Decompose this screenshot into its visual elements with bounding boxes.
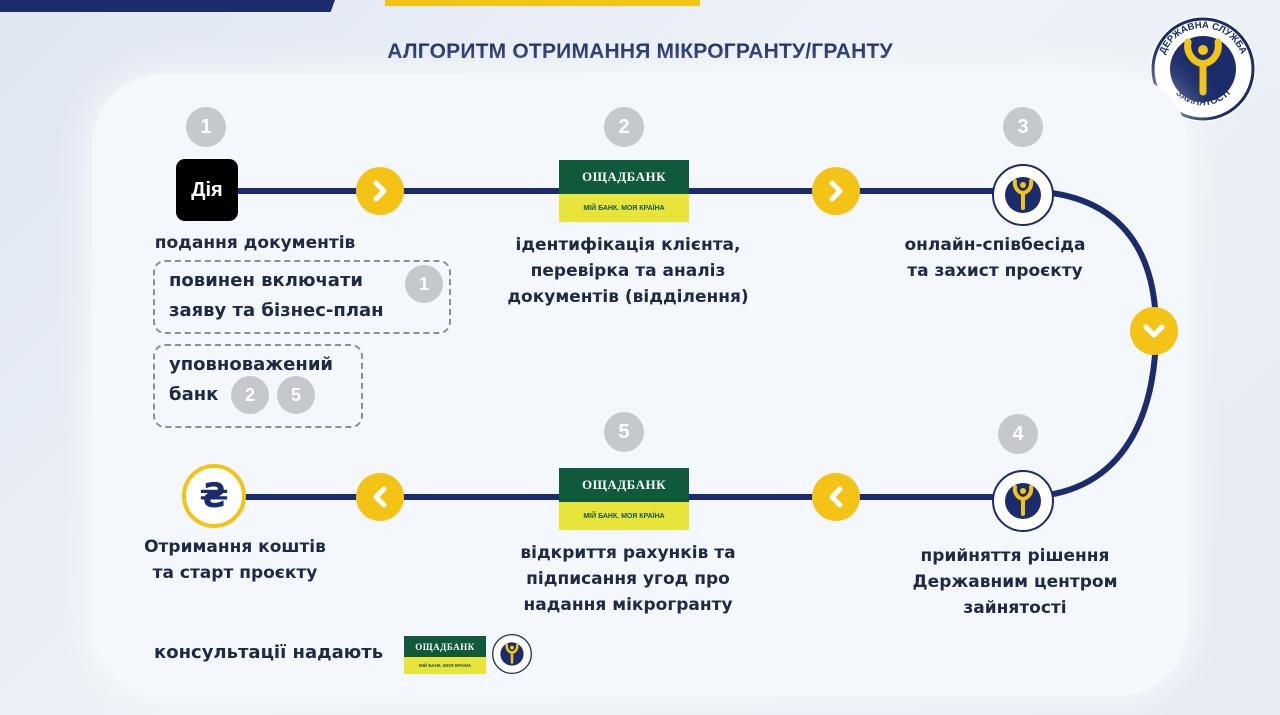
employment-service-emblem-icon <box>492 634 532 674</box>
oschadbank-logo-step2: ОЩАДБАНК МІЙ БАНК. МОЯ КРАЇНА <box>559 160 689 222</box>
bank-name: ОЩАДБАНК <box>559 160 689 194</box>
final-step-label-line: та старт проєкту <box>152 563 318 583</box>
note-line: заяву та бізнес-план <box>169 300 384 321</box>
step-number-1: 1 <box>186 107 226 147</box>
bank-slogan: МІЙ БАНК. МОЯ КРАЇНА <box>559 194 689 222</box>
step-number-2: 2 <box>604 107 644 147</box>
bank-slogan: МІЙ БАНК. МОЯ КРАЇНА <box>559 502 689 530</box>
step-1-label: подання документів <box>130 230 380 256</box>
oschadbank-logo-step5: ОЩАДБАНК МІЙ БАНК. МОЯ КРАЇНА <box>559 468 689 530</box>
diia-logo: Дія <box>176 159 238 221</box>
chevron-left-icon <box>356 473 404 521</box>
step-4-label-line: зайнятості <box>963 598 1067 618</box>
step-4-label-line: прийняття рішення <box>920 546 1110 566</box>
step-5-label: відкриття рахунків та підписання угод пр… <box>478 540 778 618</box>
step-number-4: 4 <box>998 414 1038 454</box>
note-bank: уповноважений банк <box>153 344 363 428</box>
step-3-label-line: та захист проєкту <box>907 261 1083 281</box>
step-5-label-line: підписання угод про <box>526 569 730 589</box>
final-step-label-line: Отримання коштів <box>144 537 326 557</box>
top-stripe-yellow <box>385 0 700 6</box>
page-title: АЛГОРИТМ ОТРИМАННЯ МІКРОГРАНТУ/ГРАНТУ <box>387 40 893 63</box>
note-line: банк <box>169 384 219 405</box>
note-line: повинен включати <box>169 270 363 291</box>
final-step-label: Отримання коштів та старт проєкту <box>120 534 350 586</box>
oschadbank-logo-footer: ОЩАДБАНК МІЙ БАНК. МОЯ КРАЇНА <box>404 636 486 674</box>
employment-service-emblem-icon <box>992 164 1054 226</box>
step-2-label-line: перевірка та аналіз <box>530 261 726 281</box>
chevron-right-icon <box>356 167 404 215</box>
note-ref-number: 5 <box>277 376 315 414</box>
step-4-label: прийняття рішення Державним центром зайн… <box>890 543 1140 621</box>
hryvnia-icon: ₴ <box>182 464 246 528</box>
step-number-3: 3 <box>1003 107 1043 147</box>
step-5-label-line: надання мікрогранту <box>523 595 733 615</box>
step-2-label-line: ідентифікація клієнта, <box>515 235 741 255</box>
step-2-label: ідентифікація клієнта, перевірка та анал… <box>478 232 778 310</box>
step-5-label-line: відкриття рахунків та <box>520 543 736 563</box>
chevron-down-icon <box>1130 307 1178 355</box>
note-ref-number: 2 <box>231 376 269 414</box>
chevron-left-icon <box>812 473 860 521</box>
step-3-label-line: онлайн-співбесіда <box>904 235 1086 255</box>
employment-service-emblem-icon <box>992 470 1054 532</box>
step-4-label-line: Державним центром <box>912 572 1118 592</box>
step-number-5: 5 <box>604 412 644 452</box>
note-documents: повинен включати заяву та бізнес-план <box>153 260 451 334</box>
step-3-label: онлайн-співбесіда та захист проєкту <box>890 232 1100 284</box>
step-1-label-line: подання документів <box>154 233 356 253</box>
employment-service-logo: ДЕРЖАВНА СЛУЖБА ЗАЙНЯТОСТІ <box>1150 16 1256 122</box>
bank-name: ОЩАДБАНК <box>559 468 689 502</box>
chevron-right-icon <box>812 167 860 215</box>
note-line: уповноважений <box>169 354 334 375</box>
note-ref-number: 1 <box>405 265 443 303</box>
step-2-label-line: документів (відділення) <box>507 287 749 307</box>
bank-slogan: МІЙ БАНК. МОЯ КРАЇНА <box>404 657 486 674</box>
bank-name: ОЩАДБАНК <box>404 636 486 657</box>
consult-label: консультації надають <box>154 642 384 663</box>
